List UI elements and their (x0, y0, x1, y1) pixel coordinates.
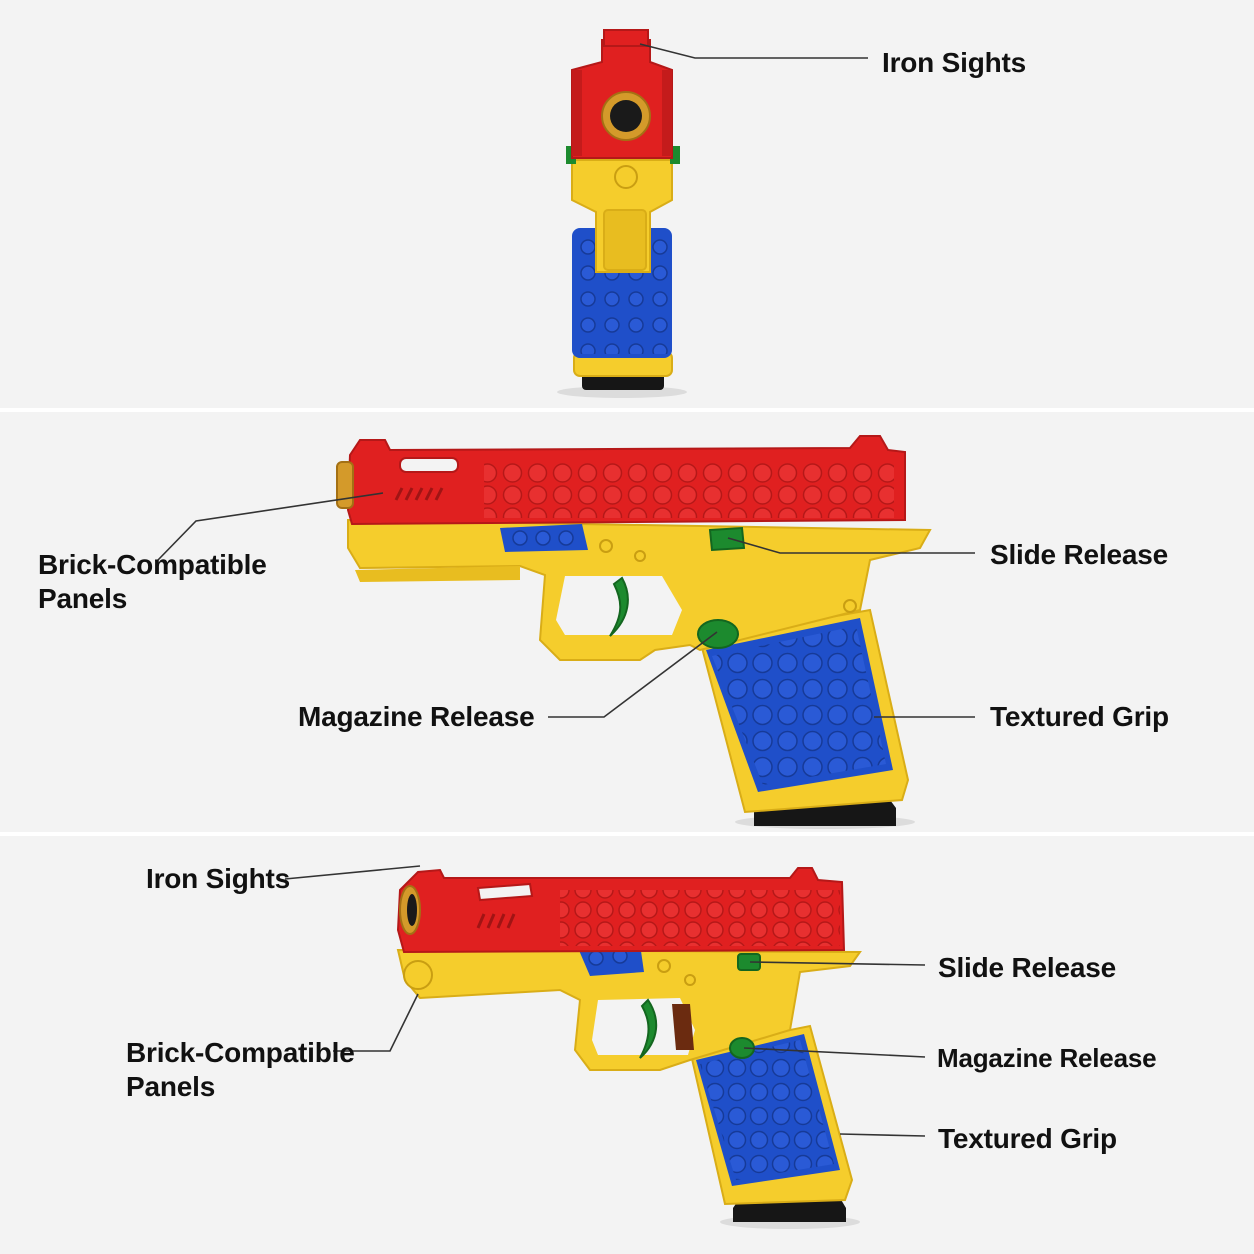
side-view-pistol (336, 435, 932, 829)
front-sight (603, 29, 649, 47)
front-side-studs-left (572, 70, 582, 156)
angled-frame-pin-front (403, 960, 433, 990)
side-trigger (609, 576, 629, 637)
angled-trigger-guard-hole (592, 998, 695, 1055)
angled-muzzle (407, 894, 417, 926)
angled-magazine-release-label: Magazine Release (937, 1043, 1157, 1073)
side-barrel (336, 461, 354, 509)
side-frame-pin-3 (843, 599, 857, 613)
angled-textured-grip-label: Textured Grip (938, 1123, 1117, 1154)
front-side-studs-right (662, 70, 672, 156)
front-iron-sights-label: Iron Sights (882, 47, 1027, 78)
leader-angled-slide-release (749, 961, 926, 966)
side-grip-studs (712, 626, 886, 785)
panel-divider-bottom (0, 832, 1254, 836)
side-brick-panels-label: Brick-Compatible Panels (38, 549, 267, 614)
side-frame-stud-2 (535, 530, 551, 546)
angled-trigger-bar (672, 1004, 694, 1050)
leader-angled-textured-grip (839, 1133, 926, 1137)
leader-side-magazine-release (548, 631, 718, 718)
side-magazine-release-label: Magazine Release (298, 701, 535, 732)
side-magazine-release (697, 619, 739, 649)
angled-trigger (639, 998, 658, 1059)
side-frame-pin-1 (599, 539, 613, 553)
leader-angled-brick-panels (333, 993, 419, 1052)
side-frame-stud-1 (512, 530, 528, 546)
angled-frame-pin-1 (657, 959, 671, 973)
angled-slide-release-label: Slide Release (938, 952, 1116, 983)
front-view-pistol (557, 29, 687, 398)
leader-front-iron-sights (639, 43, 868, 59)
side-slide-release-label: Slide Release (990, 539, 1168, 570)
front-pin (614, 165, 638, 189)
side-frame-pin-2 (634, 550, 646, 562)
side-frame-stud-3 (558, 530, 574, 546)
angled-frame-stud-1 (588, 950, 604, 966)
angled-grip-studs (700, 1040, 834, 1180)
front-trigger-guard (603, 209, 647, 271)
side-textured-grip-label: Textured Grip (990, 701, 1169, 732)
side-slide-studs (484, 462, 894, 518)
leader-angled-iron-sights (284, 865, 421, 880)
leader-side-brick-panels (157, 492, 384, 561)
side-slide-release (708, 526, 746, 552)
angled-slide-studs (560, 890, 840, 946)
angled-front-serrations (476, 913, 516, 929)
angled-view-pistol (396, 867, 862, 1229)
panel-divider-top (0, 408, 1254, 412)
angled-brick-panels-label: Brick-Compatible Panels (126, 1037, 355, 1102)
angled-baseplate (733, 1198, 846, 1222)
side-ejection-port (399, 457, 459, 473)
leader-side-slide-release (727, 537, 975, 554)
front-slide-release-right (670, 146, 680, 164)
front-muzzle (610, 100, 642, 132)
side-trigger-guard-hole (556, 576, 682, 635)
angled-iron-sights-label: Iron Sights (146, 863, 291, 894)
side-accessory-rail (355, 566, 520, 582)
angled-frame-pin-2 (684, 974, 696, 986)
side-front-serrations (394, 487, 444, 501)
leader-angled-magazine-release (743, 1047, 926, 1058)
angled-ejection-port (476, 882, 534, 902)
